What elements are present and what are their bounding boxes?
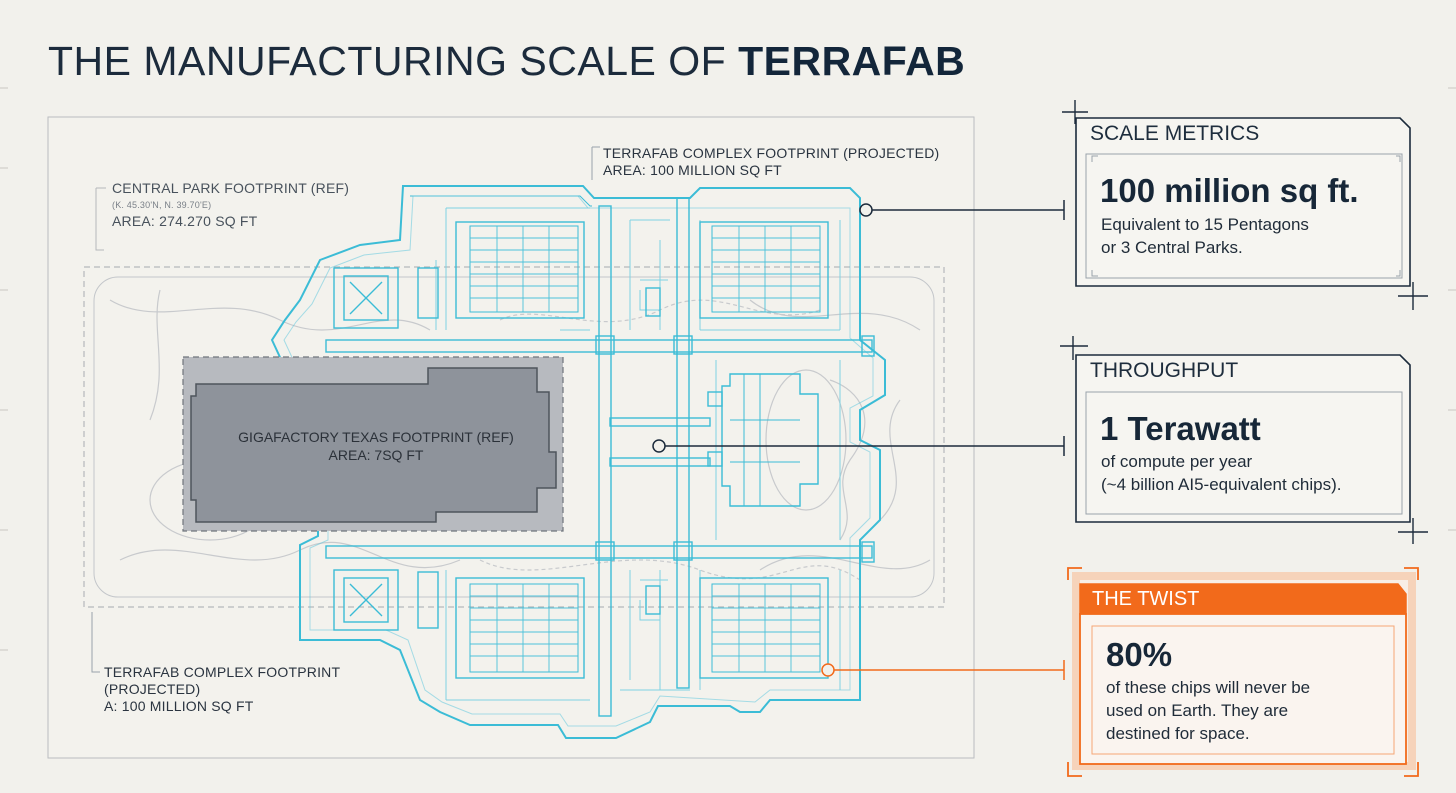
- scale-card-tab: SCALE METRICS: [1090, 122, 1260, 145]
- connector-scale: [859, 200, 1065, 220]
- page-title: THE MANUFACTURING SCALE OF TERRAFAB: [48, 38, 966, 84]
- scale-card-line2: or 3 Central Parks.: [1101, 238, 1243, 257]
- gigafactory-area: AREA: 7SQ FT: [328, 447, 424, 463]
- central-park-label: CENTRAL PARK FOOTPRINT (REF): [112, 180, 350, 196]
- fab-block-top-left: [455, 221, 585, 319]
- gigafactory-label: GIGAFACTORY TEXAS FOOTPRINT (REF): [238, 429, 514, 445]
- terrafab-bottom-area: A: 100 MILLION SQ FT: [104, 698, 254, 714]
- terrafab-bottom-label-2: (PROJECTED): [104, 681, 201, 697]
- utility-building-bottom: [333, 569, 439, 631]
- throughput-card-frame: [1060, 336, 1428, 544]
- twist-card-frame: [1067, 567, 1419, 777]
- connector-throughput: [652, 436, 1065, 456]
- central-park-coords: (K. 45.30'N, N. 39.70'E): [112, 200, 212, 210]
- fab-block-top-right: [699, 221, 829, 319]
- twist-card-line3: destined for space.: [1106, 724, 1250, 743]
- twist-card-line1: of these chips will never be: [1106, 678, 1311, 697]
- central-park-area: AREA: 274.270 SQ FT: [112, 213, 258, 229]
- twist-card-line2: used on Earth. They are: [1106, 701, 1289, 720]
- utility-building-top: [333, 267, 439, 329]
- fab-block-bottom-left: [455, 577, 585, 679]
- central-building: [645, 287, 819, 615]
- throughput-card-value: 1 Terawatt: [1100, 410, 1261, 447]
- scale-card-value: 100 million sq ft.: [1100, 172, 1359, 209]
- connector-twist: [821, 660, 1065, 680]
- terrafab-top-area: AREA: 100 MILLION SQ FT: [603, 162, 782, 178]
- scale-card-frame: [1062, 100, 1428, 310]
- throughput-card-line1: of compute per year: [1101, 452, 1253, 471]
- fab-block-bottom-right: [699, 577, 829, 679]
- terrafab-top-label: TERRAFAB COMPLEX FOOTPRINT (PROJECTED): [603, 145, 940, 161]
- throughput-card-tab: THROUGHPUT: [1090, 359, 1239, 382]
- throughput-card-line2: (~4 billion AI5-equivalent chips).: [1101, 475, 1342, 494]
- terrafab-bottom-label: TERRAFAB COMPLEX FOOTPRINT: [104, 664, 341, 680]
- gigafactory-footprint: [190, 367, 557, 523]
- twist-card-value: 80%: [1106, 636, 1173, 673]
- central-park-outline: [83, 266, 945, 608]
- scale-card-line1: Equivalent to 15 Pentagons: [1101, 215, 1309, 234]
- title-emphasis: TERRAFAB: [738, 38, 966, 84]
- gigafactory-label-block: GIGAFACTORY TEXAS FOOTPRINT (REF) AREA: …: [196, 428, 556, 464]
- twist-card-tab: THE TWIST: [1092, 588, 1200, 610]
